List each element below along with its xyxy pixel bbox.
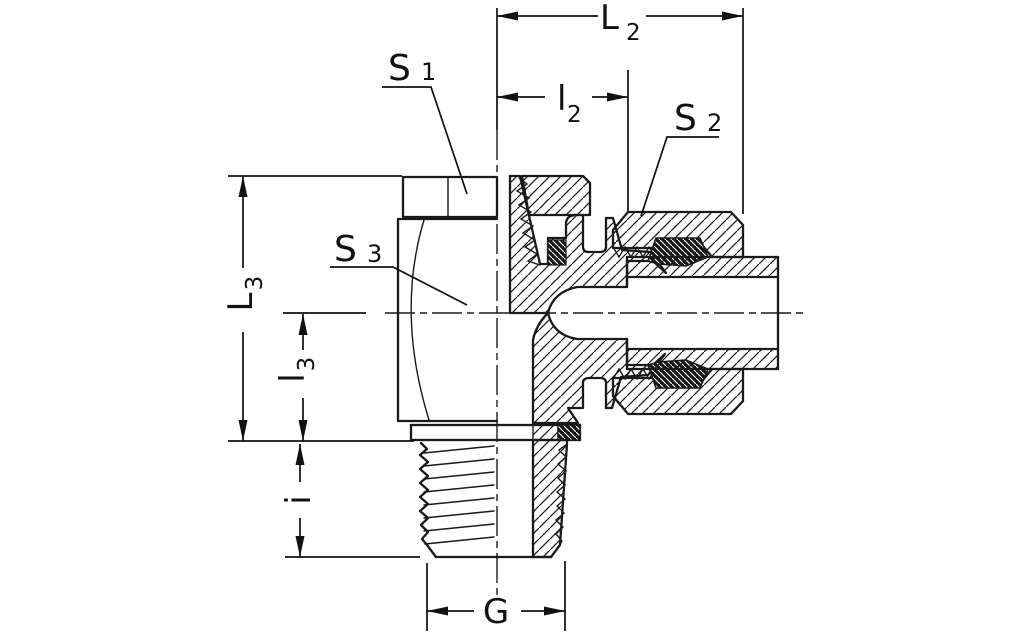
- nut-s1: [401, 174, 592, 266]
- dim-label-g: G: [483, 592, 509, 632]
- tube: [625, 255, 780, 371]
- male-stud-g: [418, 438, 569, 559]
- dim-label-l3s: l: [273, 373, 313, 382]
- callout-label-s3: S: [334, 229, 357, 270]
- arrowhead-bottom: [295, 536, 305, 557]
- leader-line-s2: [640, 136, 719, 217]
- stud-thread-crest-lines: [423, 445, 495, 545]
- callout-label-s1-sub: 1: [421, 58, 436, 86]
- arrowhead-right: [544, 606, 565, 616]
- callout-label-s2: S: [674, 98, 697, 139]
- arrowhead-left: [497, 11, 518, 21]
- arrowhead-left: [497, 92, 518, 102]
- tube-wall-top-hatch: [627, 257, 778, 277]
- callout-s3: S 3: [330, 229, 468, 306]
- leader-line-s3: [330, 266, 468, 306]
- dimension-l3-overall: L 3: [221, 175, 414, 442]
- arrowhead-top: [295, 444, 305, 465]
- dim-label-l3: L: [221, 292, 261, 311]
- thread-s2-zigzag-top: [612, 245, 656, 259]
- callout-label-s1: S: [388, 48, 411, 89]
- dim-label-l3s-sub: 3: [294, 357, 320, 372]
- arrowhead-right: [722, 11, 743, 21]
- callout-label-s2-sub: 2: [707, 109, 722, 137]
- dim-label-l2: L: [600, 0, 619, 38]
- tube-wall-bottom-hatch: [627, 349, 778, 369]
- dimension-i: i: [279, 444, 420, 558]
- arrowhead-top: [298, 314, 308, 335]
- callout-label-s3-sub: 3: [367, 240, 382, 268]
- body-section-lower: [531, 311, 667, 425]
- flange-section-hatch: [532, 424, 559, 441]
- dimension-l3-small: l 3: [273, 312, 366, 441]
- stud-thread-profile-left: [418, 441, 438, 559]
- arrowhead-left: [427, 606, 448, 616]
- flange-captive-seal: [557, 424, 581, 441]
- thread-s1-zigzag: [515, 177, 541, 266]
- dimension-g: G: [426, 561, 566, 632]
- centerlines: [385, 130, 806, 600]
- dim-label-l2s: l: [557, 79, 566, 119]
- callout-s2: S 2: [640, 98, 722, 217]
- dim-label-i: i: [279, 495, 319, 504]
- dimension-l2-overall: L 2: [496, 0, 744, 214]
- arrowhead-right: [607, 92, 628, 102]
- bottom-flange: [409, 423, 582, 442]
- dim-label-l3-sub: 3: [242, 276, 268, 291]
- callout-s1: S 1: [382, 48, 468, 195]
- arrowhead-bottom: [238, 420, 248, 441]
- body-hex-arc: [410, 219, 430, 421]
- arrowhead-bottom: [298, 420, 308, 441]
- dim-label-l2s-sub: 2: [567, 102, 582, 128]
- stud-o-ring-seal: [547, 239, 567, 266]
- leader-line-s1: [382, 86, 468, 195]
- arrowhead-top: [238, 176, 248, 197]
- dim-label-l2-sub: 2: [626, 20, 641, 46]
- stud-thread-zigzag-section: [554, 443, 568, 548]
- dimension-l2-small: l 2: [497, 70, 629, 211]
- nut-s1-external: [401, 175, 499, 219]
- nut-s1-section: [520, 174, 592, 217]
- thread-s2-zigzag-bottom: [612, 367, 656, 381]
